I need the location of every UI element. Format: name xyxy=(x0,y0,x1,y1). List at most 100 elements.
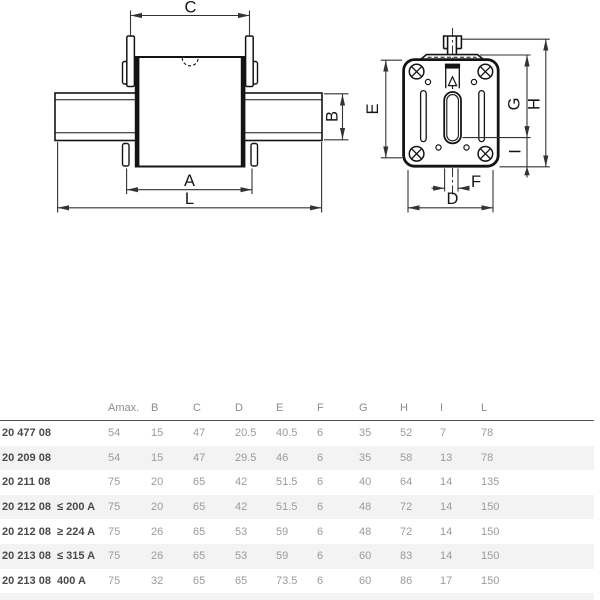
dim-label-f: F xyxy=(471,173,481,191)
dimension-value: 150 xyxy=(481,550,500,563)
column-header: C xyxy=(193,402,201,414)
part-number: 20 212 08 ≤ 200 A xyxy=(2,501,96,514)
dimension-value: 54 xyxy=(108,427,121,440)
dim-label-d: D xyxy=(447,190,459,208)
dim-label-a: A xyxy=(184,172,195,190)
part-number: 20 213 08 400 A xyxy=(2,574,86,587)
column-header: D xyxy=(235,402,243,414)
dimension-value: 6 xyxy=(317,550,324,563)
part-number: 20 211 08 xyxy=(2,476,51,489)
dimension-value: 15 xyxy=(151,427,164,440)
end-plate-left xyxy=(135,57,140,167)
fuse-front-view: E G I H F D xyxy=(364,28,550,213)
dimension-value: 150 xyxy=(481,525,500,538)
dimension-value: 17 xyxy=(440,574,453,587)
column-header: I xyxy=(440,402,444,414)
dimension-value: 40 xyxy=(359,476,372,489)
column-header: L xyxy=(481,402,488,414)
center-slot-inner xyxy=(446,94,459,142)
fuse-body xyxy=(134,56,246,168)
dimension-value: 6 xyxy=(317,525,324,538)
dimension-value: 47 xyxy=(193,451,206,464)
dimension-value: 48 xyxy=(359,501,372,514)
dimension-value: 6 xyxy=(317,451,324,464)
dimension-value: 54 xyxy=(108,451,121,464)
dimension-value: 48 xyxy=(359,525,372,538)
dimension-value: 14 xyxy=(440,525,453,538)
i-arrow xyxy=(524,166,530,176)
dim-label-b: B xyxy=(324,111,342,122)
dimension-value: 46 xyxy=(276,451,289,464)
column-header: B xyxy=(151,402,159,414)
dimension-value: 65 xyxy=(193,476,206,489)
dimension-value: 51.5 xyxy=(276,501,298,514)
dimension-value: 42 xyxy=(235,476,248,489)
slot-left xyxy=(419,89,427,143)
dimension-value: 29.5 xyxy=(235,451,257,464)
dim-label-e: E xyxy=(364,103,382,114)
dimension-value: 83 xyxy=(400,550,413,563)
grip-tab-right xyxy=(244,35,254,88)
dimension-value: 52 xyxy=(400,427,413,440)
dimension-value: 6 xyxy=(317,574,324,587)
lug-bottom-right xyxy=(250,142,259,167)
dimension-value: 72 xyxy=(400,501,413,514)
dimension-value: 6 xyxy=(317,427,324,440)
technical-drawing: C B A L xyxy=(54,0,550,213)
dim-label-g: G xyxy=(506,98,524,111)
dimension-value: 72 xyxy=(400,525,413,538)
dimension-value: 73.5 xyxy=(276,574,298,587)
dimension-value: 47 xyxy=(193,427,206,440)
column-header: F xyxy=(317,402,324,414)
dimension-value: 42 xyxy=(235,501,248,514)
dimension-value: 35 xyxy=(359,427,372,440)
top-ridge xyxy=(419,53,485,61)
dimension-value: 75 xyxy=(108,525,121,538)
grip-tab-left xyxy=(126,35,136,88)
dim-label-c: C xyxy=(185,0,197,17)
column-header: H xyxy=(400,402,408,414)
dimension-value: 51.5 xyxy=(276,476,298,489)
dimension-value: 7 xyxy=(440,427,447,440)
row-stripe xyxy=(0,593,594,600)
dimension-value: 150 xyxy=(481,574,500,587)
column-header: E xyxy=(276,402,284,414)
dimension-value: 6 xyxy=(317,501,324,514)
dimension-value: 135 xyxy=(481,476,500,489)
dimension-value: 14 xyxy=(440,550,453,563)
dimension-value: 26 xyxy=(151,525,164,538)
top-tab xyxy=(442,35,463,55)
dimension-value: 40.5 xyxy=(276,427,298,440)
part-number: 20 477 08 xyxy=(2,427,51,440)
part-number: 20 213 08 ≤ 315 A xyxy=(2,550,96,563)
dimension-value: 20.5 xyxy=(235,427,257,440)
indicator-arc xyxy=(181,57,199,67)
dimension-value: 65 xyxy=(193,550,206,563)
dimension-value: 65 xyxy=(193,574,206,587)
dimension-value: 78 xyxy=(481,451,494,464)
dimension-value: 15 xyxy=(151,451,164,464)
corner-screws xyxy=(408,63,494,162)
dimension-value: 64 xyxy=(400,476,413,489)
dimension-value: 14 xyxy=(440,476,453,489)
column-header: Amax. xyxy=(108,402,140,414)
dimension-value: 75 xyxy=(108,550,121,563)
dimension-value: 58 xyxy=(400,451,413,464)
dimension-value: 150 xyxy=(481,501,500,514)
dimension-value: 14 xyxy=(440,501,453,514)
slot-right xyxy=(478,89,486,143)
dimension-value: 75 xyxy=(108,501,121,514)
dimension-value: 53 xyxy=(235,550,248,563)
dimension-value: 35 xyxy=(359,451,372,464)
dimension-value: 6 xyxy=(317,476,324,489)
dimension-value: 65 xyxy=(193,525,206,538)
dimension-value: 59 xyxy=(276,525,289,538)
